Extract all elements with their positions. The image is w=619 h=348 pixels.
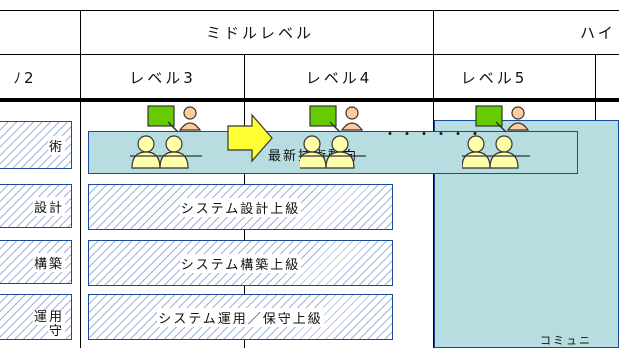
middle-level-header: ミドルレベル	[205, 24, 314, 42]
column-divider-3	[433, 10, 434, 348]
continuation-dots: ・・・・・・	[383, 127, 485, 143]
system-build-advanced-box: システム構築上級	[88, 240, 393, 286]
community-label-partial: コミュニ	[540, 334, 592, 347]
system-design-advanced-label: システム設計上級	[179, 197, 302, 217]
level5-header: レベル5	[460, 69, 528, 87]
header-divider	[0, 54, 619, 55]
left-row3-label: 構築	[32, 252, 65, 272]
left-row4-label: 運用	[32, 310, 65, 325]
instructor-class-icon-3	[462, 105, 530, 169]
top-border	[0, 10, 619, 11]
system-operation-advanced-box: システム運用／保守上級	[88, 294, 393, 340]
left-row4-sub-label: 守	[47, 324, 65, 339]
left-row1-box: 術	[0, 121, 72, 169]
left-row2-box: 設計	[0, 184, 72, 228]
column-divider-1	[80, 10, 81, 348]
level2-header-partial: ﾉ2	[13, 69, 37, 87]
left-row2-label: 設計	[32, 196, 65, 216]
high-level-header-partial: ハイ	[580, 24, 616, 42]
system-build-advanced-label: システム構築上級	[179, 253, 302, 273]
level3-header: レベル3	[129, 69, 196, 87]
progress-arrow-icon	[227, 113, 273, 163]
instructor-class-icon-2	[300, 105, 366, 169]
header-bottom-thick-border	[0, 98, 619, 102]
level4-header: レベル4	[305, 69, 373, 87]
left-row4-box: 運用 守	[0, 294, 72, 340]
system-operation-advanced-label: システム運用／保守上級	[157, 307, 324, 327]
left-row3-box: 構築	[0, 240, 72, 284]
left-row1-label: 術	[47, 135, 65, 155]
instructor-class-icon-1	[130, 105, 202, 169]
system-design-advanced-box: システム設計上級	[88, 184, 393, 230]
